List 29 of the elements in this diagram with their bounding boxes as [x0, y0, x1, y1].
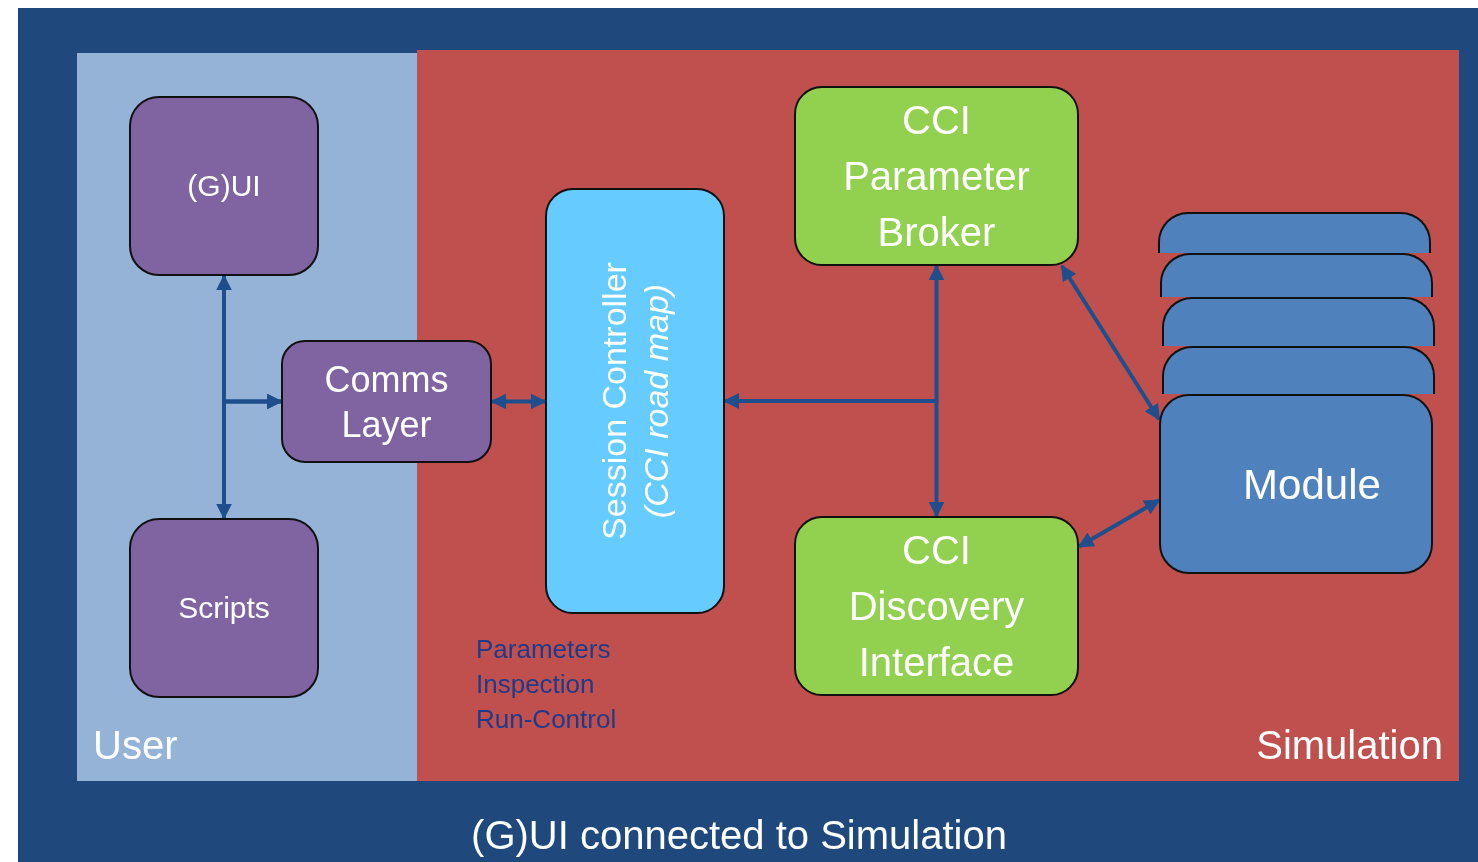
- node-label: Module: [1243, 459, 1381, 510]
- stacked-card: [1162, 346, 1435, 394]
- node-label: Scripts: [178, 590, 270, 627]
- process-box: [129, 96, 319, 276]
- stacked-card: [1162, 297, 1435, 346]
- process-box: [129, 518, 319, 698]
- node-label: Session Controller: [593, 262, 634, 540]
- node-label: Comms Layer: [323, 357, 450, 447]
- note-text: Parameters: [476, 633, 612, 666]
- process-box: [1159, 394, 1433, 574]
- node-label: CCI Parameter Broker: [842, 97, 1031, 256]
- node-label: CCI Discovery Interface: [847, 527, 1026, 686]
- connector-arrow: [1060, 264, 1161, 421]
- process-box: [794, 516, 1079, 696]
- caption-text: (G)UI connected to Simulation: [471, 812, 1007, 859]
- region-label: Simulation: [1256, 725, 1443, 765]
- node-label: (CCI road map): [636, 283, 676, 519]
- connector-arrow: [490, 393, 547, 410]
- process-box: [794, 86, 1079, 266]
- region-label: User: [93, 725, 178, 765]
- note-text: Run-Control: [476, 703, 617, 736]
- stacked-card: [1158, 212, 1431, 253]
- connector-arrow: [1077, 498, 1161, 549]
- note-text: Inspection: [476, 668, 596, 701]
- process-box: [281, 340, 492, 463]
- stacked-card: [1160, 253, 1433, 297]
- connector-arrow: [216, 393, 283, 520]
- node-label: (G)UI: [187, 168, 261, 205]
- process-box: [545, 188, 725, 614]
